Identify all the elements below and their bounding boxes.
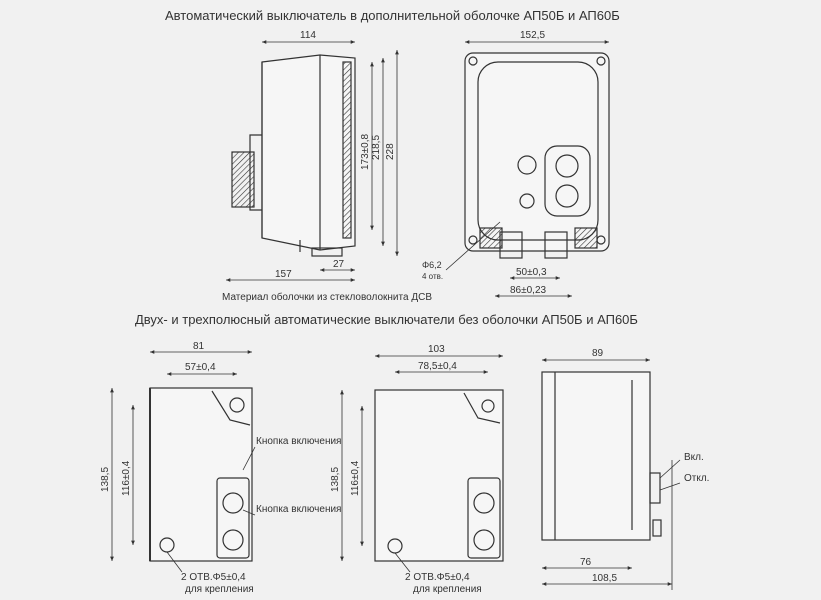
dim-81: 81	[193, 341, 205, 352]
breaker-front-2pole	[374, 389, 504, 562]
dim-116-bl: 116±0,4	[121, 460, 132, 496]
dim-50: 50±0,3	[516, 267, 547, 278]
dim-27: 27	[333, 259, 345, 270]
holes-note-bm: для крепления	[413, 584, 482, 595]
enclosure-front-view	[464, 52, 610, 259]
dims-front	[445, 40, 609, 298]
dim-218: 218,5	[371, 135, 382, 160]
dim-57: 57±0,4	[185, 362, 216, 373]
dim-157: 157	[275, 269, 292, 280]
dim-228: 228	[385, 143, 396, 160]
dims-side	[226, 40, 399, 282]
dim-138-bl: 138,5	[100, 467, 111, 492]
dim-78: 78,5±0,4	[418, 361, 457, 372]
label-off: Откл.	[684, 473, 709, 484]
dim-hole-d: Φ6,2	[422, 260, 442, 270]
dim-76: 76	[580, 557, 592, 568]
enclosure-side-view	[231, 54, 356, 257]
dims-bl	[110, 350, 256, 573]
breaker-side-view	[541, 371, 662, 541]
dim-103: 103	[428, 344, 445, 355]
holes-bl: 2 ОТВ.Φ5±0,4	[181, 572, 246, 583]
dim-116-bm: 116±0,4	[350, 460, 361, 496]
title-bottom: Двух- и трехполюсный автоматические выкл…	[135, 312, 638, 327]
dim-138-bm: 138,5	[330, 467, 341, 492]
dim-108: 108,5	[592, 573, 617, 584]
title-top: Автоматический выключатель в дополнитель…	[165, 8, 620, 23]
dim-89: 89	[592, 348, 604, 359]
dims-bm	[340, 354, 503, 573]
dim-173: 173±0,8	[360, 133, 371, 170]
dim-152: 152,5	[520, 30, 545, 41]
dim-hole-n: 4 отв.	[422, 272, 443, 281]
label-on: Вкл.	[684, 452, 704, 463]
callout-off: Кнопка включения	[256, 504, 341, 515]
breaker-front-3pole	[149, 387, 253, 562]
dim-114: 114	[300, 30, 316, 41]
callout-on: Кнопка включения	[256, 436, 341, 447]
dim-86: 86±0,23	[510, 285, 547, 296]
holes-note-bl: для крепления	[185, 584, 254, 595]
material-note: Материал оболочки из стекловолокнита ДСВ	[222, 291, 432, 303]
holes-bm: 2 ОТВ.Φ5±0,4	[405, 572, 470, 583]
dims-br	[542, 358, 681, 590]
